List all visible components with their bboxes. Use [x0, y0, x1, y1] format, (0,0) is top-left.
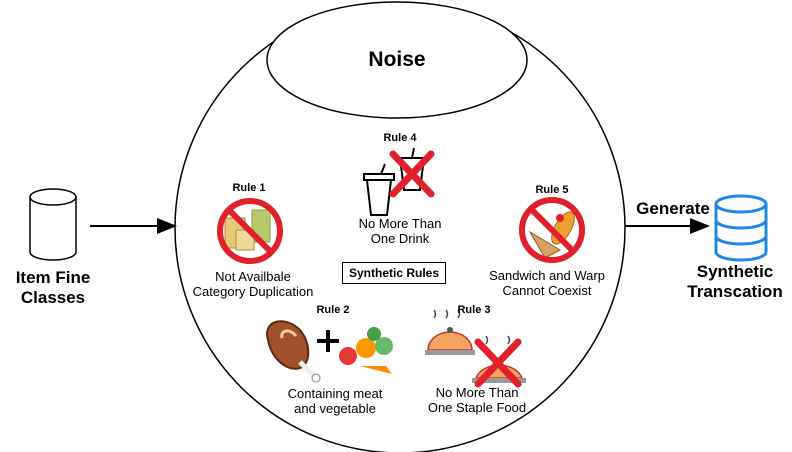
- rule-4-line1: No More Than: [358, 216, 442, 231]
- drink-cup-with-cross-icon: [363, 147, 435, 216]
- rule-1-line2: Category Duplication: [192, 283, 314, 299]
- rule-1-text: Not Availbale Category Duplication: [180, 269, 326, 300]
- database-stack-icon: [714, 194, 768, 262]
- synthetic-rules-box: Synthetic Rules: [342, 262, 447, 284]
- no-duplicate-fries-icon: [217, 198, 283, 264]
- rule-5-line2: Cannot Coexist: [502, 282, 592, 298]
- rule-3-line1: No More Than: [435, 385, 519, 400]
- synthetic-transaction-label: Synthetic Transcation: [680, 262, 790, 301]
- item-fine-classes-line1: Item Fine: [15, 268, 91, 287]
- rule-4-title: Rule 4: [383, 132, 417, 144]
- generate-label: Generate: [636, 199, 710, 218]
- rule-3-line2: One Staple Food: [427, 399, 527, 415]
- noise-label: Noise: [368, 48, 426, 71]
- rule-1-title: Rule 1: [232, 182, 266, 194]
- rule-5-title: Rule 5: [535, 184, 569, 196]
- item-fine-classes-line2: Classes: [20, 287, 86, 307]
- synthetic-transaction-line2: Transcation: [687, 281, 783, 301]
- database-cylinder-icon: [29, 188, 77, 261]
- rule-1-line1: Not Availbale: [215, 269, 291, 284]
- rule-4-line2: One Drink: [370, 230, 430, 246]
- rule-5-text: Sandwich and Warp Cannot Coexist: [472, 268, 622, 299]
- rule-3-text: No More Than One Staple Food: [414, 385, 540, 416]
- meat-plus-vegetables-icon: [266, 320, 393, 383]
- rule-4-text: No More Than One Drink: [330, 216, 470, 247]
- item-fine-classes-label: Item Fine Classes: [8, 268, 98, 307]
- rule-3-title: Rule 3: [457, 304, 491, 316]
- rule-2-line1: Containing meat: [287, 386, 383, 401]
- rule-5-line1: Sandwich and Warp: [489, 268, 605, 283]
- noise-ellipse: [266, 1, 528, 119]
- no-sandwich-wrap-icon: [519, 197, 585, 263]
- rule-2-title: Rule 2: [316, 304, 350, 316]
- rule-2-text: Containing meat and vegetable: [270, 386, 400, 417]
- synthetic-transaction-line1: Synthetic: [696, 262, 774, 281]
- rule-2-line2: and vegetable: [294, 400, 376, 416]
- cloche-with-cross-icon: [425, 309, 526, 388]
